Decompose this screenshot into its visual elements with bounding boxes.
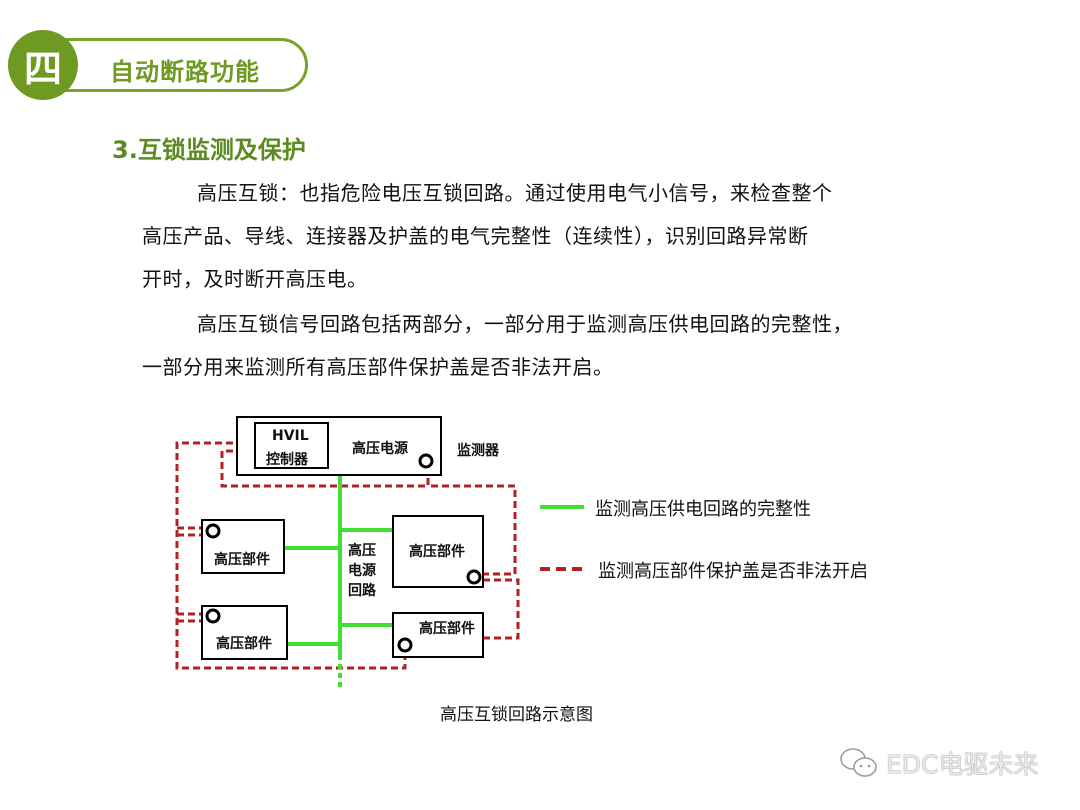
- switch-circle-icon: [466, 569, 482, 585]
- switch-circle-icon: [205, 523, 221, 539]
- hvil-controller-box: [254, 422, 329, 469]
- paragraph-line: 高压互锁：也指危险电压互锁回路。通过使用电气小信号，来检查整个: [197, 181, 833, 205]
- chapter-title: 自动断路功能: [110, 58, 260, 86]
- switch-circle-icon: [397, 637, 413, 653]
- monitor-label: 监测器: [457, 443, 499, 459]
- power-bus-label: 高压 电源 回路: [348, 543, 376, 599]
- switch-circle-icon: [418, 453, 434, 469]
- paragraph-line: 高压互锁信号回路包括两部分，一部分用于监测高压供电回路的完整性，: [197, 312, 853, 336]
- paragraph-line: 高压产品、导线、连接器及护盖的电气完整性（连续性），识别回路异常断: [142, 224, 809, 248]
- legend-dashed-label: 监测高压部件保护盖是否非法开启: [598, 561, 868, 582]
- component-label: 高压部件: [409, 544, 465, 560]
- component-label: 高压部件: [214, 552, 270, 568]
- component-label: 高压部件: [419, 621, 475, 637]
- paragraph-2: 高压互锁信号回路包括两部分，一部分用于监测高压供电回路的完整性， 一部分用来监测…: [142, 303, 992, 389]
- wechat-icon: [840, 748, 877, 777]
- figure-caption: 高压互锁回路示意图: [440, 705, 593, 725]
- component-label: 高压部件: [216, 636, 272, 652]
- hvil-controller-label: 控制器: [266, 452, 308, 468]
- cover-switch-icons: [205, 453, 482, 653]
- legend-solid-label: 监测高压供电回路的完整性: [595, 499, 811, 520]
- paragraph-line: 开时，及时断开高压电。: [142, 267, 368, 291]
- paragraph-line: 一部分用来监测所有高压部件保护盖是否非法开启。: [142, 355, 614, 379]
- hvil-label: HVIL: [272, 428, 309, 444]
- green-power-bus: [284, 475, 393, 690]
- power-source-label: 高压电源: [352, 441, 408, 457]
- chapter-badge: 四: [8, 30, 78, 100]
- watermark: EDC电驱未来: [838, 745, 1039, 781]
- watermark-text: EDC电驱未来: [886, 750, 1039, 779]
- section-title: 3.互锁监测及保护: [112, 136, 306, 164]
- paragraph-1: 高压互锁：也指危险电压互锁回路。通过使用电气小信号，来检查整个 高压产品、导线、…: [142, 172, 992, 301]
- switch-circle-icon: [205, 608, 221, 624]
